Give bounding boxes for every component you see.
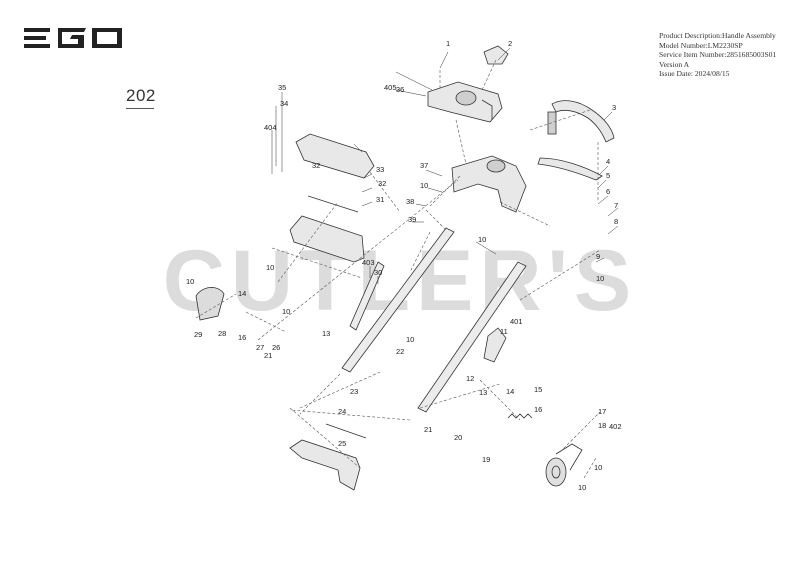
bottom-frame [289,423,367,491]
callout-2: 2 [508,39,512,48]
callout-18: 18 [598,421,606,430]
callout-28: 28 [218,329,226,338]
callout-10: 10 [578,483,586,492]
callout-16: 16 [534,405,542,414]
callout-34: 34 [280,99,288,108]
control-box-bottom [451,155,527,213]
callout-22: 22 [396,347,404,356]
assembly-lines [195,59,601,479]
leader-lines [271,47,619,284]
part-29 [195,287,225,321]
callout-1: 1 [446,39,450,48]
issue-date: Issue Date: 2024/08/15 [659,69,730,79]
part-2 [483,45,509,65]
callout-6: 6 [606,187,610,196]
callout-30: 30 [374,268,382,277]
part-401 [483,327,507,363]
callout-32: 32 [312,161,320,170]
part-4 [537,157,603,181]
callout-21: 21 [264,351,272,360]
handle-bar-top [547,100,615,143]
callout-39: 39 [408,215,416,224]
page-number: 202 [126,86,156,105]
callout-38: 38 [406,197,414,206]
callout-9: 9 [596,252,600,261]
callout-10: 10 [478,235,486,244]
control-box-top [427,81,503,123]
callout-401: 401 [510,317,523,326]
cable [307,195,359,213]
callout-31: 31 [376,195,384,204]
callout-32: 32 [378,179,386,188]
left-tube [341,227,455,373]
callout-10: 10 [282,307,290,316]
model-number: Model Number:LM2230SP [659,40,743,50]
callout-10: 10 [594,463,602,472]
callout-7: 7 [614,201,618,210]
callout-29: 29 [194,330,202,339]
callout-3: 3 [612,103,616,112]
callout-37: 37 [420,161,428,170]
product-info: Product Description:Handle Assembly Mode… [659,31,776,79]
callout-17: 17 [598,407,606,416]
callout-15: 15 [534,385,542,394]
callout-10: 10 [186,277,194,286]
page-number-underline [126,108,154,109]
callout-24: 24 [338,407,346,416]
service-item-number: Service Item Number:2851685003S01 [659,50,777,60]
callout-13: 13 [322,329,330,338]
watermark: CUTLER'S [162,233,638,329]
callout-25: 25 [338,439,346,448]
callout-8: 8 [614,217,618,226]
callout-36: 36 [396,85,404,94]
callout-11: 11 [500,327,508,336]
callout-20: 20 [454,433,462,442]
callout-5: 5 [606,171,610,180]
callout-405: 405 [384,83,397,92]
callout-21: 21 [424,425,432,434]
ego-logo [24,26,130,50]
callout-14: 14 [506,387,514,396]
callout-26: 26 [272,343,280,352]
callout-19: 19 [482,455,490,464]
spring-15 [507,413,533,419]
callout-33: 33 [376,165,384,174]
callout-23: 23 [350,387,358,396]
callout-10: 10 [420,181,428,190]
callout-12: 12 [466,374,474,383]
housing-lower [289,215,365,263]
callout-402: 402 [609,422,622,431]
product-description: Product Description:Handle Assembly [659,31,776,40]
callout-10: 10 [266,263,274,272]
wheel-assembly [545,443,583,487]
callout-10: 10 [596,274,604,283]
part-403 [349,261,385,331]
callout-4: 4 [606,157,610,166]
housing-upper [295,133,375,179]
callout-14: 14 [238,289,246,298]
callout-35: 35 [278,83,286,92]
callout-10: 10 [406,335,414,344]
right-tube [417,261,527,413]
callout-16: 16 [238,333,246,342]
callout-27: 27 [256,343,264,352]
version: Version A [659,59,690,69]
callout-404: 404 [264,123,277,132]
callout-403: 403 [362,258,375,267]
callout-13: 13 [479,388,487,397]
